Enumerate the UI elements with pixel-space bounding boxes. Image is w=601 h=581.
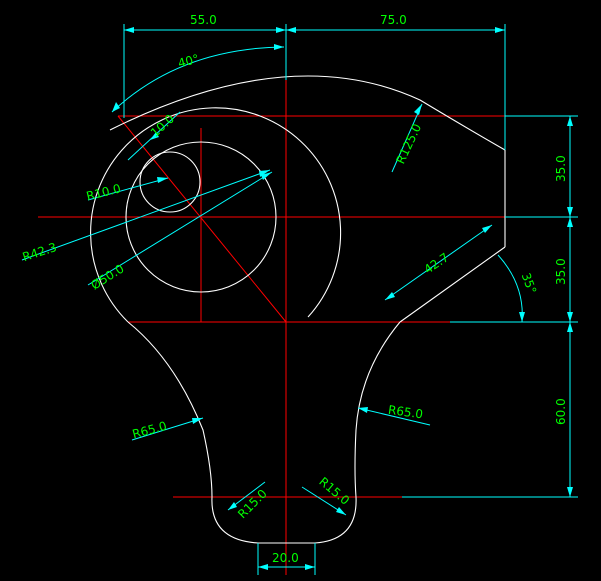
dim-label-75: 75.0 [380, 13, 407, 27]
dim-label-r65-right: R65.0 [387, 403, 424, 422]
leader-r125 [391, 103, 423, 173]
dim-label-r15-right: R15.0 [316, 474, 352, 507]
arrow-42-7-a [385, 292, 395, 300]
arrow-v1-bottom [567, 207, 573, 217]
dim-label-dia50: Ø50.0 [88, 261, 126, 292]
arrow-r10 [157, 177, 168, 183]
dim-label-20: 20.0 [272, 551, 299, 565]
arrow-40-left [112, 102, 120, 112]
dim-arc-35 [497, 254, 523, 323]
arrow-r15-left [228, 502, 237, 510]
part-outline [90, 75, 506, 544]
arrow-40-right [274, 44, 284, 50]
arrow-r65-left [192, 418, 203, 424]
arrow-r15-right [336, 507, 346, 515]
arrow-55-right [276, 27, 286, 33]
arrow-v2-top [567, 217, 573, 227]
leader-dia50 [87, 171, 273, 286]
arrow-20-right [305, 564, 315, 570]
arrow-dia50 [261, 172, 272, 180]
dim-label-35-deg: 35° [519, 271, 539, 296]
dim-label-r42-3: R42.3 [21, 240, 59, 264]
arrow-42-7-b [482, 225, 492, 233]
dim-arc-40 [111, 46, 285, 113]
dimension-labels: 55.0 75.0 40° 10.0 R10.0 R42.3 Ø50.0 R12… [21, 13, 568, 565]
dimension-lines [21, 24, 578, 575]
leader-r42-3 [21, 169, 271, 261]
dim-label-r10: R10.0 [85, 181, 122, 203]
arrow-v3-bottom [567, 487, 573, 497]
arrow-20-left [258, 564, 268, 570]
slot-edge [399, 246, 506, 323]
left-flank [127, 321, 213, 498]
bottom-right-fillet [314, 496, 357, 544]
arrow-r125 [414, 104, 422, 115]
leader-r65-right [357, 407, 431, 426]
dim-label-42-7: 42.7 [421, 250, 451, 277]
centerline-diagonal [117, 115, 287, 323]
arrow-v3-top [567, 322, 573, 332]
dim-label-35-middle: 35.0 [554, 258, 568, 285]
leader-r10 [87, 177, 169, 201]
dim-label-35-upper: 35.0 [554, 155, 568, 182]
dim-label-60: 60.0 [554, 398, 568, 425]
dim-label-r65-left: R65.0 [131, 419, 168, 442]
dim-label-r125: R125.0 [393, 122, 424, 167]
dim-line-42-7 [384, 224, 493, 301]
arrow-75-left [286, 27, 296, 33]
dim-label-55: 55.0 [190, 13, 217, 27]
bottom-left-fillet [211, 496, 259, 544]
arrow-55-left [124, 27, 134, 33]
leader-r65-left [131, 417, 204, 441]
right-flank [354, 321, 401, 498]
top-arc [109, 75, 506, 151]
arrow-35-bottom [519, 312, 525, 322]
dim-label-40-deg: 40° [176, 52, 200, 71]
hole-small-circle [139, 151, 201, 213]
arrow-10 [150, 132, 159, 140]
center-lines [38, 78, 575, 575]
arrow-75-right [495, 27, 505, 33]
inner-circle [125, 141, 277, 293]
outer-arc [90, 107, 342, 323]
arrow-v2-bottom [567, 312, 573, 322]
arrow-r65-right [358, 407, 368, 413]
arrow-v1-top [567, 116, 573, 126]
